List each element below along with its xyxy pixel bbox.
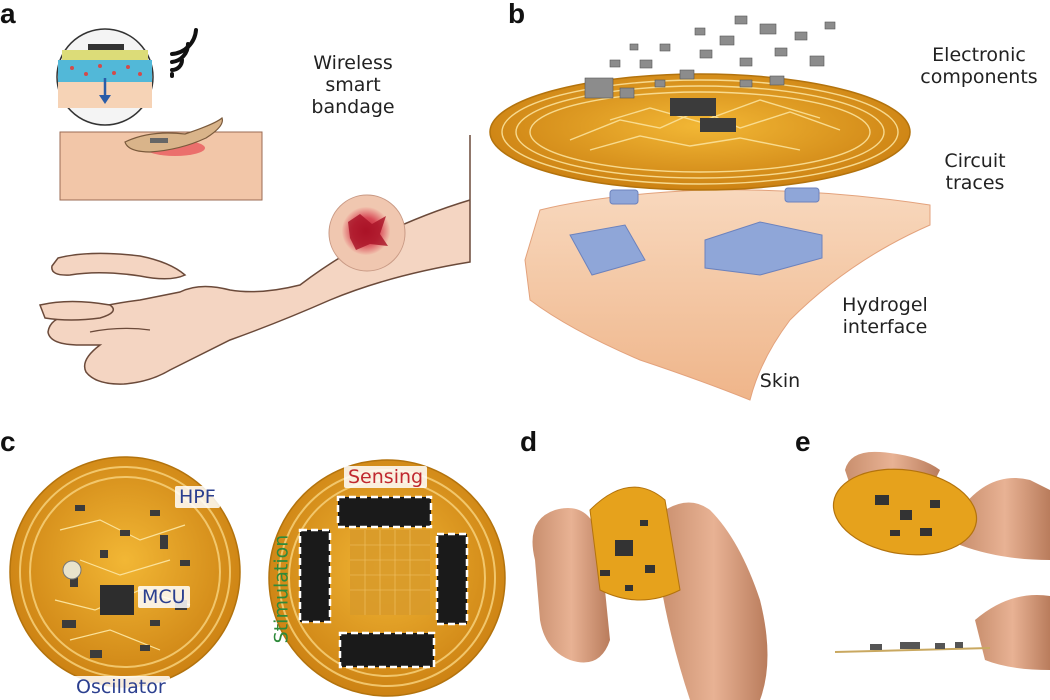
hpf-tag: HPF <box>175 486 220 508</box>
skin-label: Skin <box>759 370 801 392</box>
panel-letter-d: d <box>520 426 538 457</box>
panel-b-illustration <box>489 15 931 401</box>
arm-illustration <box>38 135 471 385</box>
sensing-pad-top <box>336 495 433 529</box>
hydrogel-inset-circle <box>56 28 154 126</box>
panel-e-photo <box>832 451 1050 670</box>
electronic-components <box>584 15 836 99</box>
panel-a-illustration <box>38 28 471 385</box>
sensing-tag: Sensing <box>344 466 428 488</box>
electronic-components-label: Electronic components <box>920 44 1038 88</box>
wound-illustration <box>328 194 406 272</box>
oscillator-tag: Oscillator <box>72 676 170 698</box>
stimulation-pad-right <box>435 532 469 626</box>
skin-block-inset <box>59 116 263 201</box>
panel-letter-b: b <box>508 0 526 29</box>
stimulation-tag: Stimulation <box>270 534 293 644</box>
wireless-signal-icon <box>170 28 198 78</box>
panel-d-photo <box>532 486 768 700</box>
panel-c-board-right <box>268 459 506 697</box>
mcu-tag: MCU <box>138 586 190 608</box>
stimulation-pad-left <box>298 528 332 624</box>
hydrogel-interface-label: Hydrogel interface <box>842 294 928 338</box>
panel-letter-e: e <box>795 426 811 457</box>
wireless-smart-bandage-label: Wireless smart bandage <box>311 52 395 118</box>
circuit-traces-label: Circuit traces <box>944 150 1006 194</box>
panel-letter-a: a <box>0 0 16 29</box>
panel-letter-c: c <box>0 426 16 457</box>
circuit-board <box>489 73 911 191</box>
hydrogel-pads <box>569 187 823 276</box>
panel-c-board-left <box>9 456 241 688</box>
sensing-pad-bottom <box>338 631 436 669</box>
